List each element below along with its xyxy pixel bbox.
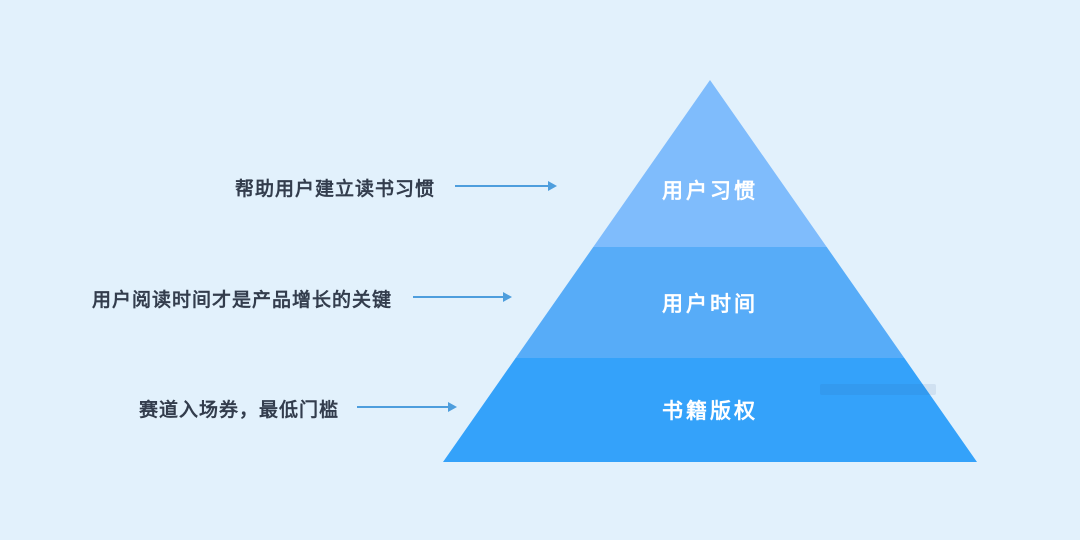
annotation-middle-tier: 用户阅读时间才是产品增长的关键	[91, 290, 392, 311]
pyramid-tier-middle: 用户时间	[515, 247, 905, 358]
arrow-head-icon	[548, 181, 557, 191]
pyramid-tier-bottom: 书籍版权	[443, 358, 977, 462]
pyramid-tier-top-label: 用户习惯	[662, 180, 758, 203]
pyramid-tier-top: 用户习惯	[593, 80, 827, 247]
arrow-line	[413, 296, 504, 298]
annotation-top-tier: 帮助用户建立读书习惯	[234, 179, 435, 200]
arrow-head-icon	[448, 402, 457, 412]
arrow-line	[357, 406, 449, 408]
pyramid: 用户习惯 用户时间 书籍版权	[443, 80, 977, 462]
arrow-icon-top-tier	[455, 181, 557, 191]
arrow-icon-bottom-tier	[357, 402, 457, 412]
arrow-icon-middle-tier	[413, 292, 512, 302]
arrow-head-icon	[503, 292, 512, 302]
arrow-line	[455, 185, 549, 187]
watermark	[820, 384, 936, 395]
pyramid-tier-middle-label: 用户时间	[662, 292, 758, 316]
annotation-bottom-tier: 赛道入场券，最低门槛	[138, 400, 339, 421]
pyramid-tier-bottom-label: 书籍版权	[662, 400, 758, 423]
